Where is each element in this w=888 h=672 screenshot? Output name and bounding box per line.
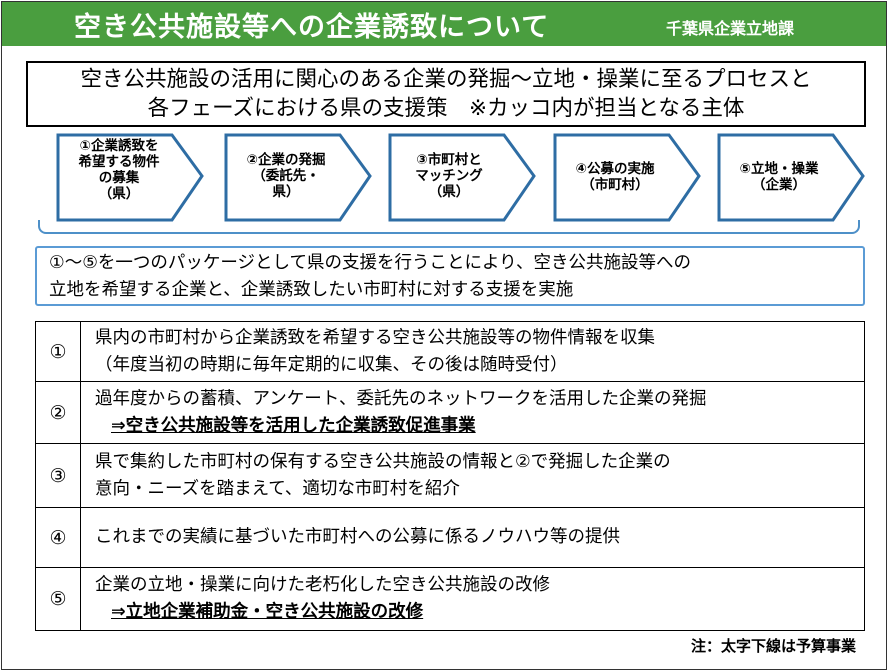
row-number: ⑤: [35, 567, 81, 631]
step-arrow-2: [224, 133, 372, 222]
step-arrow-1: [56, 133, 204, 222]
row-number: ④: [35, 507, 81, 568]
step-label-2: ②企業の発掘 （委託先・ 県）: [246, 152, 326, 200]
step-label-5: ⑤立地・操業 （企業）: [739, 161, 819, 193]
row-number: ②: [35, 381, 81, 444]
package-line-2: 立地を希望する企業と、企業誘致したい市町村に対する支援を実施: [49, 280, 574, 300]
row-description: 過年度からの蓄積、アンケート、委託先のネットワークを活用した企業の発掘 ⇒空き公…: [80, 381, 865, 444]
budget-program-label: ⇒空き公共施設等を活用した企業誘致促進事業: [111, 415, 476, 436]
row-number: ③: [35, 443, 81, 508]
step-label-3: ③市町村と マッチング （県）: [415, 152, 483, 200]
header-bar: 空き公共施設等への企業誘致について 千葉県企業立地課: [2, 2, 886, 46]
table-row: ② 過年度からの蓄積、アンケート、委託先のネットワークを活用した企業の発掘 ⇒空…: [35, 381, 865, 444]
table-row: ⑤ 企業の立地・操業に向けた老朽化した空き公共施設の改修 ⇒立地企業補助金・空き…: [35, 567, 865, 631]
row-description: これまでの実績に基づいた市町村への公募に係るノウハウ等の提供: [80, 507, 865, 568]
row-number: ①: [35, 321, 81, 382]
summary-line-1: 空き公共施設の活用に関心のある企業の発掘～立地・操業に至るプロセスと: [80, 67, 812, 92]
row-description: 企業の立地・操業に向けた老朽化した空き公共施設の改修 ⇒立地企業補助金・空き公共…: [80, 567, 865, 631]
table-row: ③ 県で集約した市町村の保有する空き公共施設の情報と②で発掘した企業の 意向・ニ…: [35, 443, 865, 508]
step-arrow-3: [388, 133, 536, 222]
department-name: 千葉県企業立地課: [665, 19, 794, 38]
package-bracket: [38, 220, 860, 234]
step-arrow-5: [717, 133, 865, 222]
row-description: 県内の市町村から企業誘致を希望する空き公共施設等の物件情報を収集 （年度当初の時…: [80, 321, 865, 382]
step-arrow-4: [553, 133, 701, 222]
row-description: 県で集約した市町村の保有する空き公共施設の情報と②で発掘した企業の 意向・ニーズ…: [80, 443, 865, 508]
process-arrows: [56, 133, 865, 222]
table-row: ① 県内の市町村から企業誘致を希望する空き公共施設等の物件情報を収集 （年度当初…: [35, 321, 865, 382]
table-row: ④ これまでの実績に基づいた市町村への公募に係るノウハウ等の提供: [35, 507, 865, 568]
process-flow: ①企業誘致を 希望する物件 の募集 （県） ②企業の発掘 （委託先・ 県） ③市…: [2, 132, 886, 232]
budget-program-label: ⇒立地企業補助金・空き公共施設の改修: [111, 602, 424, 622]
package-line-1: ①～⑤を一つのパッケージとして県の支援を行うことにより、空き公共施設等への: [49, 253, 691, 273]
support-table: ① 県内の市町村から企業誘致を希望する空き公共施設等の物件情報を収集 （年度当初…: [35, 321, 865, 631]
page-title: 空き公共施設等への企業誘致について: [74, 11, 550, 43]
step-label-4: ④公募の実施 （市町村）: [575, 161, 655, 193]
footnote: 注：太字下線は予算事業: [690, 637, 856, 655]
summary-line-2: 各フェーズにおける県の支援策 ※カッコ内が担当となる主体: [147, 96, 745, 121]
step-label-1: ①企業誘致を 希望する物件 の募集 （県）: [78, 138, 160, 202]
package-box: ①～⑤を一つのパッケージとして県の支援を行うことにより、空き公共施設等への 立地…: [35, 246, 865, 306]
summary-box: 空き公共施設の活用に関心のある企業の発掘～立地・操業に至るプロセスと 各フェーズ…: [26, 61, 866, 127]
